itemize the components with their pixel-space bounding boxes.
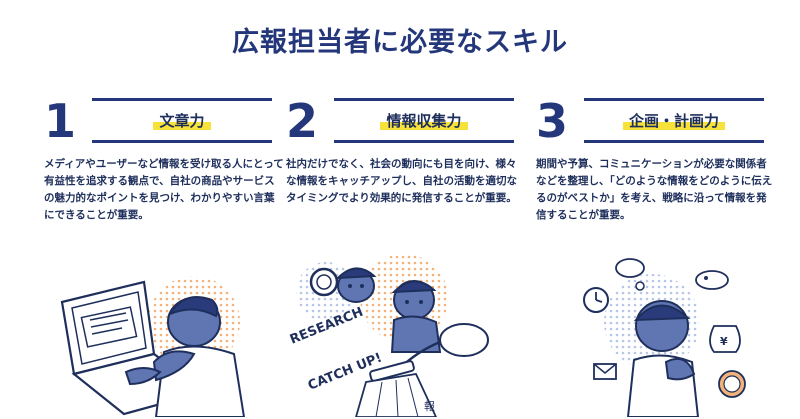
- divider: [92, 140, 272, 143]
- skill-heading-label: 文章力: [153, 112, 211, 130]
- divider: [584, 98, 764, 101]
- skill-heading: 情報収集力: [334, 110, 514, 131]
- research-illustration: RESEARCH CATCH UP! 報: [288, 254, 489, 417]
- page-title: 広報担当者に必要なスキル: [232, 27, 568, 58]
- skill-heading-label: 情報収集力: [380, 112, 468, 130]
- skill-card-2: 2 情報収集力 社内だけでなく、社会の動向にも目を向け、様々な情報をキャッチアッ…: [286, 92, 518, 417]
- skill-description: 社内だけでなく、社会の動向にも目を向け、様々な情報をキャッチアップし、自社の活動…: [286, 158, 517, 204]
- skill-number: 2: [286, 94, 319, 148]
- skill-description: 期間や予算、コミュニケーションが必要な関係者などを整理し、「どのような情報をどの…: [536, 158, 773, 221]
- divider: [334, 140, 514, 143]
- skill-card-1: 1 文章力 メディアやユーザーなど情報を受け取る人にとって有益性を追求する観点で…: [44, 92, 284, 417]
- divider: [92, 98, 272, 101]
- writer-laptop-illustration: [60, 276, 246, 417]
- planning-illustration: ¥: [583, 258, 746, 417]
- skill-description: メディアやユーザーなど情報を受け取る人にとって有益性を追求する観点で、自社の商品…: [44, 158, 284, 221]
- skill-number: 1: [44, 94, 77, 148]
- divider: [584, 140, 764, 143]
- skill-heading: 企画・計画力: [584, 110, 764, 131]
- skill-number: 3: [536, 94, 569, 148]
- divider: [334, 98, 514, 101]
- yen-symbol: ¥: [720, 335, 728, 348]
- skill-heading: 文章力: [92, 110, 272, 131]
- skill-heading-label: 企画・計画力: [622, 112, 725, 130]
- paper-text: 報: [424, 400, 435, 413]
- skill-card-3: 3 企画・計画力 期間や予算、コミュニケーションが必要な関係者などを整理し、「ど…: [536, 92, 772, 417]
